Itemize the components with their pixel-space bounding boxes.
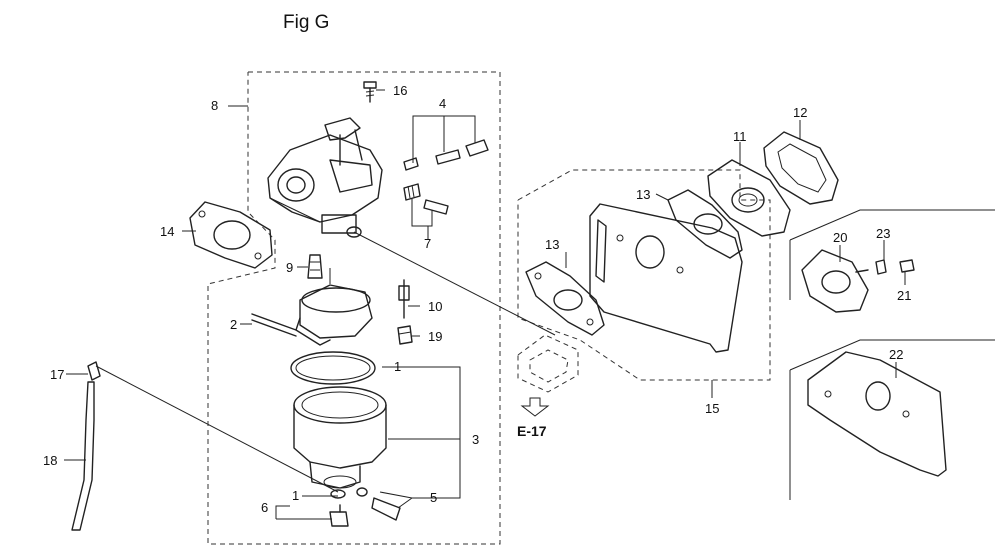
part-21-plug bbox=[899, 259, 915, 273]
callout-1-top: 1 bbox=[394, 359, 401, 374]
part-20-seat bbox=[801, 249, 869, 313]
part-9-jet bbox=[307, 254, 323, 279]
carburetor-group-outline bbox=[207, 71, 501, 545]
part-1-washer bbox=[330, 489, 346, 499]
callout-4: 4 bbox=[439, 96, 446, 111]
callout-15: 15 bbox=[705, 401, 719, 416]
part-1-float-bowl-gasket bbox=[290, 351, 376, 385]
part-7-screw-spring bbox=[403, 183, 449, 215]
callout-9: 9 bbox=[286, 260, 293, 275]
callout-21: 21 bbox=[897, 288, 911, 303]
e17-reference-hose: E-17 bbox=[517, 334, 579, 439]
part-6-drain-bolt bbox=[329, 504, 349, 527]
callout-13-left: 13 bbox=[545, 237, 559, 252]
callout-17: 17 bbox=[50, 367, 64, 382]
callout-1-bottom: 1 bbox=[292, 488, 299, 503]
part-19-clip bbox=[397, 325, 413, 345]
callout-10: 10 bbox=[428, 299, 442, 314]
part-18-fuel-tube bbox=[71, 381, 95, 531]
reference-e17: E-17 bbox=[517, 423, 547, 439]
part-17-clip bbox=[87, 361, 101, 381]
insulator-group-outline bbox=[517, 169, 771, 381]
part-23-washer bbox=[875, 259, 887, 275]
part-4-screws bbox=[403, 139, 489, 171]
callout-14: 14 bbox=[160, 224, 174, 239]
float-assembly bbox=[295, 284, 373, 346]
callout-16: 16 bbox=[393, 83, 407, 98]
part-5-drain-screw bbox=[356, 487, 401, 521]
part-22-plate bbox=[807, 351, 947, 477]
figure-title: Fig G bbox=[283, 12, 329, 33]
callout-20: 20 bbox=[833, 230, 847, 245]
part-8-carburetor-body bbox=[267, 117, 383, 238]
callout-5: 5 bbox=[430, 490, 437, 505]
part-13-gasket-right bbox=[667, 189, 743, 259]
part-3-float-chamber bbox=[293, 386, 387, 489]
part-12-gasket bbox=[763, 131, 839, 205]
part-15-insulator-plate bbox=[589, 203, 743, 353]
callout-labels: 8 16 4 7 14 9 10 19 2 1 3 1 5 6 17 18 13… bbox=[43, 83, 911, 515]
part-11-insulator bbox=[707, 159, 791, 237]
callout-23: 23 bbox=[876, 226, 890, 241]
callout-11: 11 bbox=[733, 129, 747, 144]
callout-6: 6 bbox=[261, 500, 268, 515]
leader-lines bbox=[64, 89, 906, 520]
callout-8: 8 bbox=[211, 98, 218, 113]
part-13-gasket-left bbox=[525, 261, 605, 336]
callout-18: 18 bbox=[43, 453, 57, 468]
callout-7: 7 bbox=[424, 236, 431, 251]
callout-13-right: 13 bbox=[636, 187, 650, 202]
right-section-lines bbox=[789, 209, 995, 500]
callout-2: 2 bbox=[230, 317, 237, 332]
part-14-gasket bbox=[189, 201, 273, 269]
part-10-needle bbox=[398, 279, 410, 319]
part-16-screw bbox=[363, 81, 377, 103]
callout-19: 19 bbox=[428, 329, 442, 344]
part-2-float-pin bbox=[251, 313, 297, 337]
callout-3: 3 bbox=[472, 432, 479, 447]
callout-12: 12 bbox=[793, 105, 807, 120]
callout-22: 22 bbox=[889, 347, 903, 362]
